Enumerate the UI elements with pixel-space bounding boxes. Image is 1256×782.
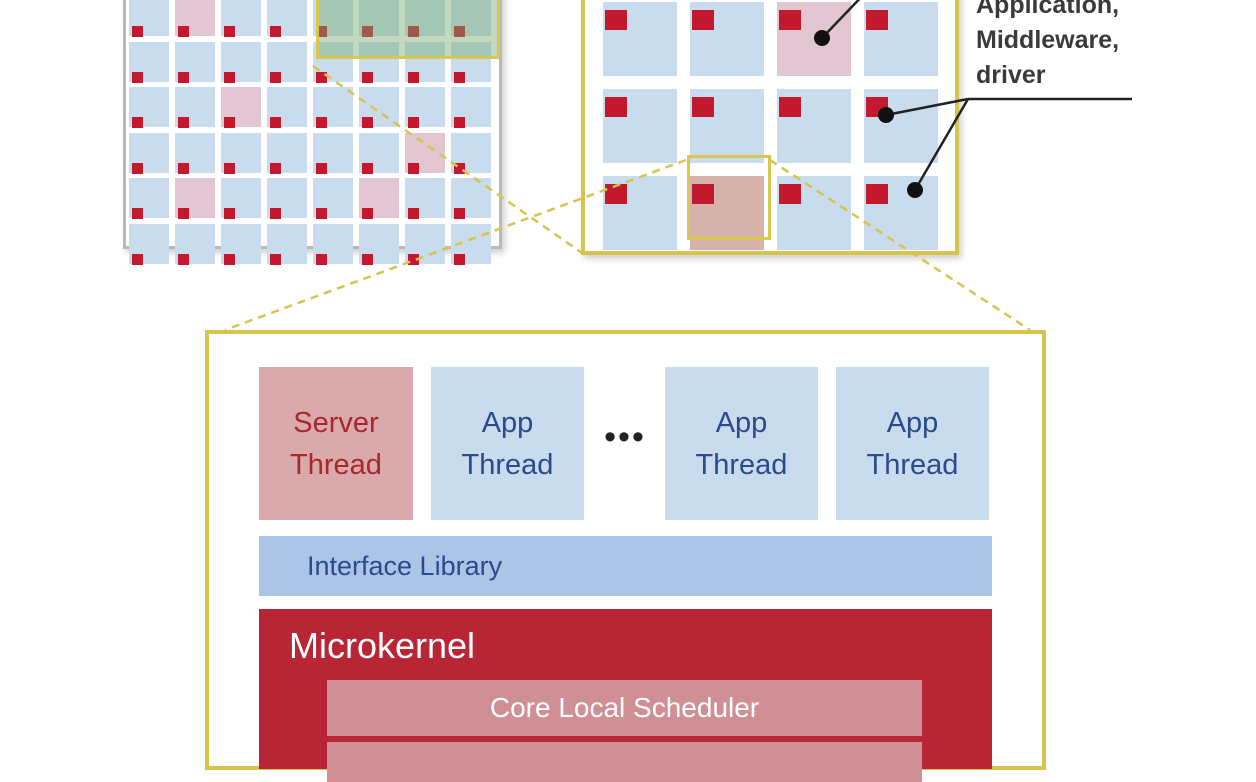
app-thread-line2: Thread <box>461 448 554 481</box>
core-marker <box>362 117 373 128</box>
core-marker <box>408 208 419 219</box>
core-marker <box>178 26 189 37</box>
core-marker <box>316 253 327 265</box>
callout-label: Application, Middleware, driver <box>976 0 1176 93</box>
core-marker <box>224 253 235 265</box>
core-local-scheduler-block: Core Local Scheduler <box>327 680 922 736</box>
core-marker <box>454 162 465 174</box>
core-marker <box>178 208 189 219</box>
core-marker <box>362 71 373 83</box>
app-thread-line2: Thread <box>866 448 959 481</box>
core-marker <box>224 71 235 83</box>
core-marker <box>132 253 143 265</box>
app-thread-line1: App <box>481 406 534 439</box>
interface-library-layer: Interface Library <box>259 536 992 596</box>
core-marker <box>224 26 235 37</box>
core-marker <box>132 26 143 37</box>
core-marker <box>270 208 281 219</box>
callout-line-application: Application, <box>976 0 1120 19</box>
callout-dot <box>878 107 894 123</box>
core-marker <box>454 26 465 37</box>
core-marker <box>270 117 281 128</box>
core-marker <box>270 71 281 83</box>
core-marker <box>408 117 419 128</box>
app-thread-block: App Thread <box>836 367 989 520</box>
core-marker <box>454 208 465 219</box>
core-marker <box>362 208 373 219</box>
core-marker <box>779 97 801 117</box>
callout-leader <box>913 98 970 191</box>
core-marker <box>605 184 627 204</box>
core-marker <box>454 253 465 265</box>
core-marker <box>132 71 143 83</box>
core-marker <box>362 26 373 37</box>
interface-library-label: Interface Library <box>307 551 503 581</box>
core-marker <box>316 71 327 83</box>
core-marker <box>316 26 327 37</box>
core-local-scheduler-label: Core Local Scheduler <box>489 692 760 723</box>
core-marker <box>605 10 627 30</box>
core-marker <box>224 117 235 128</box>
app-thread-line1: App <box>886 406 939 439</box>
core-marker <box>408 26 419 37</box>
core-marker <box>362 253 373 265</box>
core-marker <box>270 26 281 37</box>
zoom-connector-dashed <box>224 158 687 332</box>
core-marker <box>779 184 801 204</box>
microkernel-layer: Microkernel Core Local Scheduler <box>259 609 992 782</box>
core-marker <box>178 162 189 174</box>
manycore-chip-overview <box>123 0 502 265</box>
thread-ellipsis: ••• <box>604 418 646 456</box>
core-marker <box>408 71 419 83</box>
callout-dot <box>907 182 923 198</box>
core-marker <box>866 184 888 204</box>
callout-line-middleware: Middleware, <box>976 26 1120 54</box>
app-thread-block: App Thread <box>665 367 818 520</box>
core-marker <box>408 253 419 265</box>
selected-region-highlight <box>316 0 500 59</box>
server-thread-line2: Thread <box>290 448 382 481</box>
core-marker <box>132 208 143 219</box>
app-thread-line1: App <box>715 406 768 439</box>
server-thread-line1: Server <box>293 406 379 439</box>
callout-leader <box>885 97 969 117</box>
core-marker <box>270 253 281 265</box>
core-marker <box>270 162 281 174</box>
core-marker <box>692 10 714 30</box>
core-marker <box>866 10 888 30</box>
core-marker <box>454 117 465 128</box>
zoom-connector-dashed <box>769 158 1031 332</box>
callout-line-driver: driver <box>976 61 1046 89</box>
microkernel-title: Microkernel <box>289 625 476 666</box>
selected-core-highlight <box>687 155 771 240</box>
core-marker <box>692 184 714 204</box>
core-marker <box>316 208 327 219</box>
callout-dot <box>814 30 830 46</box>
core-marker <box>779 10 801 30</box>
zoom-connector-dashed <box>312 64 586 257</box>
app-thread-block: App Thread <box>431 367 584 520</box>
core-marker <box>454 71 465 83</box>
connector-overlay <box>224 0 1132 332</box>
core-marker <box>362 162 373 174</box>
chip-zoom-region <box>581 0 959 255</box>
core-marker <box>178 117 189 128</box>
core-marker <box>224 162 235 174</box>
core-marker <box>408 162 419 174</box>
manycore-os-diagram: Application, Middleware, driver Server T… <box>123 0 1176 782</box>
core-marker <box>132 162 143 174</box>
app-thread-line2: Thread <box>695 448 788 481</box>
core-marker <box>132 117 143 128</box>
core-marker <box>692 97 714 117</box>
core-marker <box>605 97 627 117</box>
core-marker <box>224 208 235 219</box>
core-marker <box>316 117 327 128</box>
core-marker <box>178 71 189 83</box>
server-thread-block: Server Thread <box>259 367 413 520</box>
core-marker <box>316 162 327 174</box>
callout-leader <box>821 0 861 39</box>
core-marker <box>178 253 189 265</box>
